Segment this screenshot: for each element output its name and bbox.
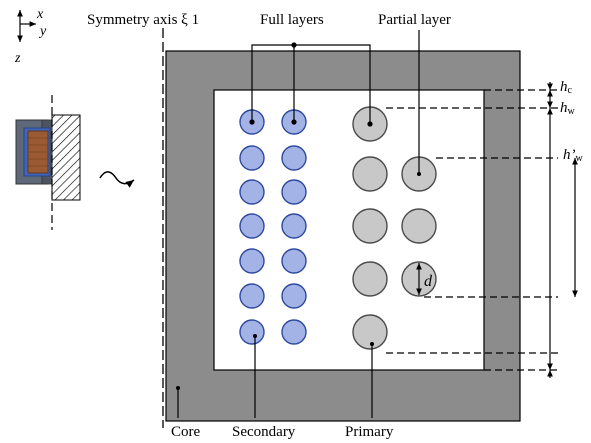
primary-partial-conductor: [401, 208, 437, 244]
z-axis-label: z: [15, 51, 21, 66]
x-axis-label: x: [37, 7, 44, 22]
secondary-conductor: [239, 213, 265, 239]
primary-conductor: [352, 261, 388, 297]
squiggle-arrow: [99, 171, 135, 188]
core-label: Core: [171, 424, 201, 440]
secondary-conductor: [281, 145, 307, 171]
secondary-conductor: [239, 179, 265, 205]
secondary-label: Secondary: [232, 424, 296, 440]
secondary-conductor: [281, 248, 307, 274]
secondary-conductor: [281, 179, 307, 205]
h-c-label: hc: [560, 79, 572, 96]
secondary-conductor: [239, 248, 265, 274]
secondary-conductor: [281, 319, 307, 345]
transformer-thumbnail: [15, 95, 81, 230]
d-label: d: [424, 273, 432, 290]
h-w-prime-label: h’w: [563, 147, 583, 164]
y-axis-label: y: [40, 24, 47, 39]
primary-conductor: [352, 156, 388, 192]
coordinate-axes: [17, 10, 36, 42]
secondary-conductor: [281, 283, 307, 309]
secondary-conductor: [239, 319, 265, 345]
primary-conductor: [352, 314, 388, 350]
h-w-label: hw: [560, 100, 575, 117]
dimension-arrows: [547, 82, 578, 378]
secondary-conductor: [239, 283, 265, 309]
primary-label: Primary: [345, 424, 394, 440]
hatched-section: [51, 114, 81, 201]
primary-conductor: [352, 208, 388, 244]
secondary-winding: [239, 109, 307, 345]
dimension-reference-lines: [386, 89, 558, 371]
secondary-conductor: [239, 145, 265, 171]
secondary-conductor: [281, 213, 307, 239]
symmetry-axis-label: Symmetry axis ξ 1: [87, 12, 200, 28]
core: [165, 50, 521, 422]
full-layers-leaders: [249, 42, 373, 127]
full-layers-label: Full layers: [260, 12, 324, 28]
partial-layer-label: Partial layer: [378, 12, 451, 28]
